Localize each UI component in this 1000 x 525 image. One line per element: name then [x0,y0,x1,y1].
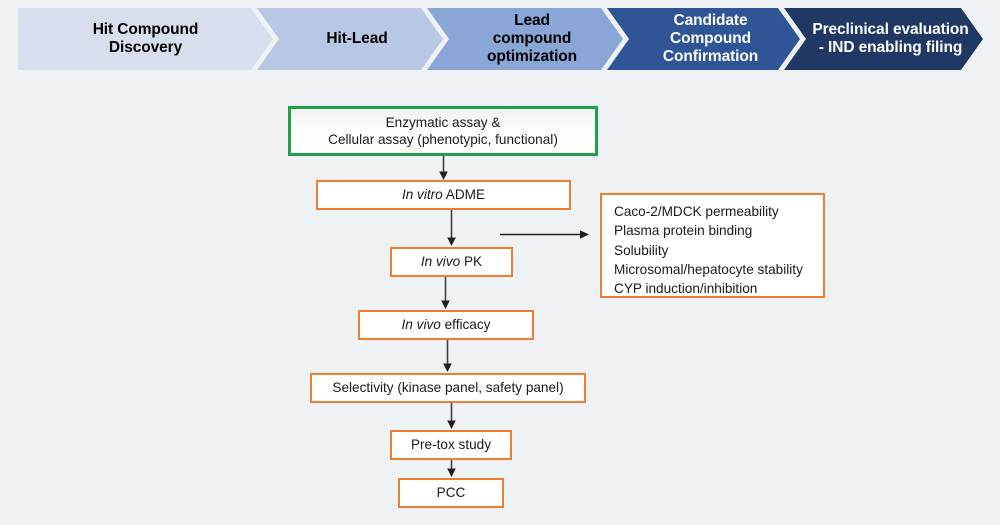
flow-node-label: PCC [436,485,466,501]
stage-label: Hit Compound Discovery [87,21,205,57]
list-item: Solubility [614,242,669,258]
arrow-in-vivo-pk-to-in-vivo-efficacy [439,277,452,310]
stage-label-line: Compound [670,30,751,48]
flow-node-label: In vitro ADME [402,186,485,203]
flow-node-label: Selectivity (kinase panel, safety panel) [332,380,564,396]
list-item: CYP induction/inhibition [614,281,758,297]
in-vivo-efficacy-italic: In vivo [401,317,441,333]
arrow-in-vivo-efficacy-to-selectivity [441,340,454,373]
in-vitro-adme-assay-list-panel[interactable]: Caco-2/MDCK permeability Plasma protein … [600,193,825,298]
stage-label-line: Hit Compound [92,21,199,39]
stage-label: Candidate Compound Confirmation [657,12,764,65]
stage-chevron-hit-compound-discovery[interactable]: Hit Compound Discovery [18,8,273,70]
stage-label-line: compound [492,30,572,48]
stage-label-line: Lead [514,12,550,30]
stage-label-line: Candidate [673,12,748,30]
flow-node-pre-tox-study[interactable]: Pre-tox study [390,430,512,460]
arrow-to-adme-assay-list [500,228,590,241]
arrow-assay-to-in-vitro-adme [437,156,450,181]
stage-label: Preclinical evaluation - IND enabling fi… [806,21,974,57]
stage-chevron-candidate-compound-confirmation[interactable]: Candidate Compound Confirmation [607,8,800,70]
in-vivo-pk-italic: In vivo [420,254,461,270]
list-item: Caco-2/MDCK permeability [614,204,779,219]
in-vivo-pk-rest: PK [460,254,483,270]
stage-label-line: Hit-Lead [326,30,388,48]
stage-label-line: - IND enabling filing [818,39,963,56]
flow-node-label: In vivo efficacy [402,316,491,333]
stage-label: Lead compound optimization [481,12,583,65]
stage-label: Hit-Lead [320,30,393,48]
in-vivo-efficacy-rest: efficacy [440,317,491,333]
flow-node-in-vivo-pk[interactable]: In vivo PK [390,247,513,277]
stage-chevron-hit-lead[interactable]: Hit-Lead [257,8,443,70]
assay-line-2: Cellular assay (phenotypic, functional) [328,132,558,147]
arrow-in-vitro-adme-to-in-vivo-pk [445,210,458,247]
stage-chevron-lead-compound-optimization[interactable]: Lead compound optimization [427,8,623,70]
stage-label-line: Discovery [108,39,183,56]
flow-node-label: Enzymatic assay & Cellular assay (phenot… [328,114,558,149]
stage-chevron-preclinical-evaluation[interactable]: Preclinical evaluation - IND enabling fi… [784,8,983,70]
arrow-pre-tox-to-pcc [445,460,458,478]
stage-label-line: optimization [486,47,578,65]
flow-node-in-vitro-adme[interactable]: In vitro ADME [316,180,571,210]
arrow-selectivity-to-pre-tox [445,403,458,430]
list-item: Microsomal/hepatocyte stability [614,261,803,277]
stage-label-line: Confirmation [662,47,759,65]
flow-node-in-vivo-efficacy[interactable]: In vivo efficacy [358,310,534,340]
assay-line-1: Enzymatic assay & [385,114,501,130]
flow-node-assay[interactable]: Enzymatic assay & Cellular assay (phenot… [288,106,598,156]
stage-progress-band: Hit Compound Discovery Hit-Lead Lead com… [18,8,983,70]
flow-node-pcc[interactable]: PCC [398,478,504,508]
list-item: Plasma protein binding [614,223,753,239]
in-vitro-adme-italic: In vitro [401,187,443,203]
flow-node-label: Pre-tox study [410,437,492,453]
flow-node-label: In vivo PK [421,253,482,270]
stage-label-line: Preclinical evaluation [812,21,969,39]
in-vitro-adme-rest: ADME [442,187,486,203]
flow-node-selectivity[interactable]: Selectivity (kinase panel, safety panel) [310,373,586,403]
